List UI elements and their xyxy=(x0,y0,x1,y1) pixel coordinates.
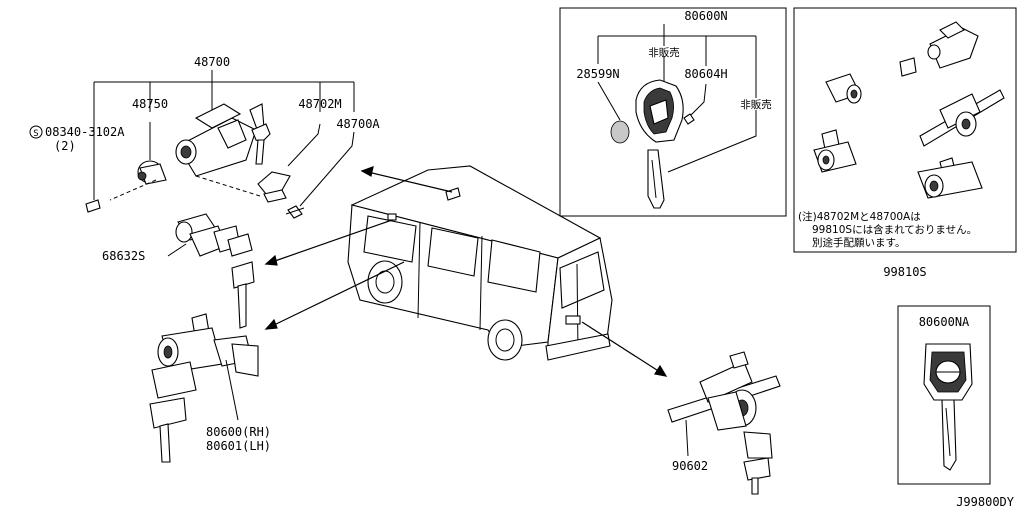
front-side-window xyxy=(363,215,417,263)
shield-clamp xyxy=(257,171,291,195)
diagram-code: J99800DY xyxy=(956,495,1015,509)
kit-note-line1: (注)48702Mと48700Aは xyxy=(798,210,921,223)
door-lock-group xyxy=(149,313,259,463)
back-door-key xyxy=(751,477,759,495)
door-key xyxy=(159,423,171,463)
label-80601lh: 80601(LH) xyxy=(206,439,271,453)
license-plate-lamp xyxy=(565,315,581,325)
rear-bumper xyxy=(545,333,611,361)
label-80600rh: 80600(RH) xyxy=(206,425,271,439)
screw xyxy=(683,113,695,125)
glove-box-lock-cylinder xyxy=(175,221,193,243)
label-bolt-qty: (2) xyxy=(54,139,76,153)
kit-note-line3: 別途手配願います。 xyxy=(812,236,905,249)
label-28599n: 28599N xyxy=(576,67,619,81)
front-wheel xyxy=(367,260,403,304)
label-48700: 48700 xyxy=(194,55,230,69)
label-99810s: 99810S xyxy=(883,265,926,279)
pointer-arrows xyxy=(264,166,668,377)
battery xyxy=(610,120,630,144)
label-48750: 48750 xyxy=(132,97,168,111)
rear-side-window xyxy=(487,239,541,293)
van-illustration xyxy=(347,165,613,361)
label-not-for-sale-1: 非販売 xyxy=(648,46,680,59)
label-80600n: 80600N xyxy=(684,9,727,23)
key-kit-box xyxy=(559,7,787,217)
rear-wheel xyxy=(487,319,523,361)
rear-window xyxy=(559,251,605,309)
label-not-for-sale-2: 非販売 xyxy=(740,98,772,111)
glove-box-key xyxy=(237,283,247,329)
glove-box-lock-group xyxy=(167,213,255,329)
kit-note-line2: 99810Sには含まれておりません。 xyxy=(812,223,977,236)
bolt xyxy=(85,199,101,213)
label-48702m: 48702M xyxy=(298,97,341,111)
back-door-lock-group xyxy=(667,351,781,495)
key-blade xyxy=(647,149,665,209)
label-68632s: 68632S xyxy=(102,249,145,263)
lock-set-kit-parts xyxy=(813,21,1005,199)
label-48700a: 48700A xyxy=(336,117,380,131)
lock-set-kit-box xyxy=(793,7,1017,253)
spring xyxy=(287,205,303,219)
label-90602: 90602 xyxy=(672,459,708,473)
ignition-key xyxy=(255,139,265,165)
ignition-group xyxy=(85,70,355,219)
label-80604h: 80604H xyxy=(684,67,727,81)
blank-key xyxy=(923,343,973,471)
middle-side-window xyxy=(427,227,479,277)
label-80600na: 80600NA xyxy=(919,315,970,329)
bolt-callout: S 08340-3102A (2) xyxy=(29,125,125,153)
bolt-symbol: S xyxy=(33,129,38,139)
key-kit-parts xyxy=(610,79,695,209)
label-bolt-part: 08340-3102A xyxy=(45,125,125,139)
blank-key-box xyxy=(897,305,991,485)
